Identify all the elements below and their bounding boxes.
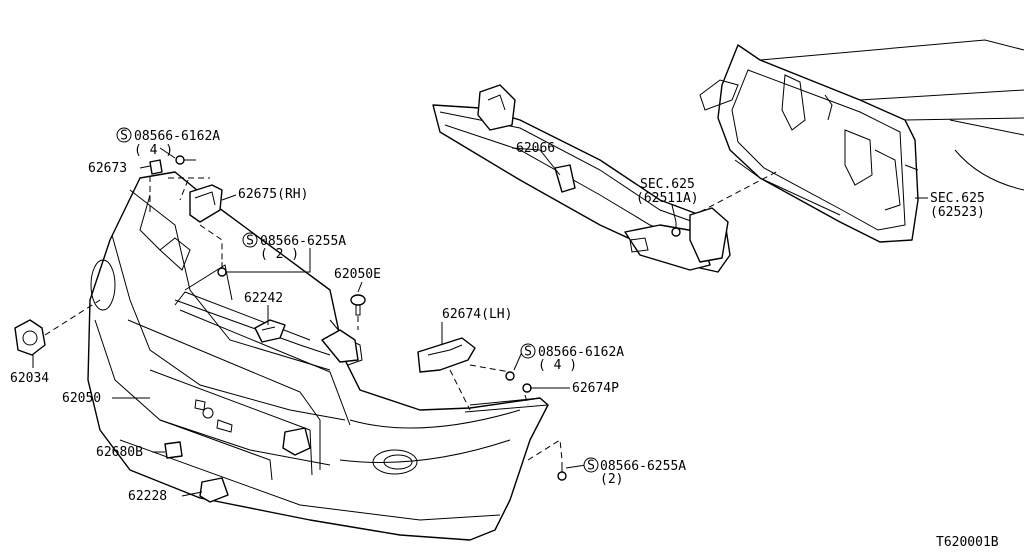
label-sec625-b-ref: (62523) <box>930 205 985 220</box>
drawing-code: T620001B <box>936 535 999 550</box>
s-marker-mid-text: S <box>246 234 254 249</box>
part-labels: 08566-6162A ( 4 ) 62673 62675(RH) 08566-… <box>10 129 999 550</box>
bumper-fascia-62050 <box>87 171 550 541</box>
s-marker-right-text: S <box>524 345 532 360</box>
label-screw-bottom-qty: (2) <box>600 472 623 487</box>
label-screw-right-qty: ( 4 ) <box>538 358 577 373</box>
s-markers: S S S S <box>116 127 599 474</box>
label-screw-bottom: 08566-6255A <box>600 459 686 474</box>
label-62673: 62673 <box>88 161 127 176</box>
s-marker-bottom <box>583 457 599 473</box>
label-screw-mid-qty: ( 2 ) <box>260 247 299 262</box>
label-62228: 62228 <box>128 489 167 504</box>
label-sec625-b: SEC.625 <box>930 191 985 206</box>
s-marker-mid <box>242 232 258 248</box>
label-62242: 62242 <box>244 291 283 306</box>
label-sec625-a: SEC.625 <box>640 177 695 192</box>
label-screw-top: 08566-6162A <box>134 129 220 144</box>
label-screw-right: 08566-6162A <box>538 345 624 360</box>
s-marker-top-text: S <box>120 129 128 144</box>
s-marker-top <box>116 127 132 143</box>
label-sec625-a-ref: (62511A) <box>636 191 699 206</box>
label-62674: 62674(LH) <box>442 307 512 322</box>
s-marker-right <box>520 343 536 359</box>
leader-lines <box>32 147 928 497</box>
small-parts <box>14 155 681 503</box>
radiator-core-support <box>699 39 1024 243</box>
label-62680B: 62680B <box>96 445 143 460</box>
label-screw-mid: 08566-6255A <box>260 234 346 249</box>
bumper-reinforcement-62066 <box>432 84 731 273</box>
label-screw-top-qty: ( 4 ) <box>134 143 173 158</box>
label-62050E: 62050E <box>334 267 381 282</box>
label-62674P: 62674P <box>572 381 619 396</box>
s-marker-bottom-text: S <box>587 459 595 474</box>
label-62675: 62675(RH) <box>238 187 308 202</box>
label-62066: 62066 <box>516 141 555 156</box>
label-62034: 62034 <box>10 371 49 386</box>
label-62050: 62050 <box>62 391 101 406</box>
